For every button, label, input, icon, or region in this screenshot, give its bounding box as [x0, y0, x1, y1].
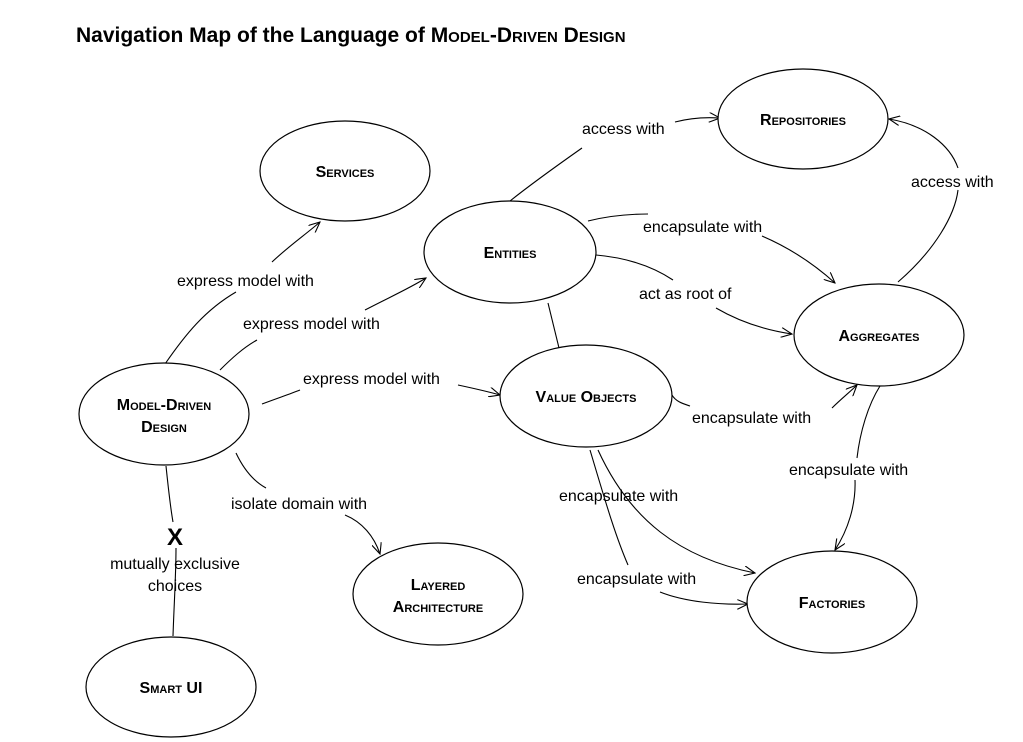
- edge-mdd-entities-b: [364, 278, 426, 311]
- node-aggregates-label: Aggregates: [838, 328, 919, 345]
- node-layered-architecture-label-line2: Architecture: [393, 599, 483, 616]
- label-aggregates-factories: encapsulate with: [789, 462, 908, 479]
- edge-mdd-value-objects-a: [261, 389, 301, 405]
- label-aggregates-repositories: access with: [911, 174, 994, 191]
- edge-value-objects-aggregates-b: [831, 385, 857, 409]
- edge-value-objects-aggregates-a: [671, 394, 691, 407]
- edge-aggregates-repositories: [889, 119, 959, 283]
- node-aggregates: Aggregates: [793, 283, 965, 387]
- edges: [164, 118, 959, 637]
- edge-entities-value-objects: [547, 302, 560, 349]
- edge-mdd-smart-ui-b: [172, 547, 177, 637]
- label-value-objects-factories-2: encapsulate with: [577, 571, 696, 588]
- node-entities-label: Entities: [484, 245, 537, 262]
- node-value-objects: Value Objects: [499, 344, 673, 448]
- edge-entities-aggregates-encapsulate-a: [587, 213, 649, 222]
- edge-entities-repositories-a: [509, 147, 583, 202]
- title-emphasis: Model-Driven Design: [430, 24, 626, 47]
- edge-entities-aggregates-root-a: [595, 254, 674, 281]
- edge-entities-repositories-b: [674, 118, 720, 122]
- edge-mdd-services-a: [164, 291, 237, 365]
- node-services-label: Services: [316, 164, 375, 181]
- node-model-driven-design-shape: [78, 362, 250, 466]
- edge-value-objects-factories-2-a: [589, 449, 629, 566]
- node-smart-ui-label: Smart UI: [140, 680, 203, 697]
- edge-labels: express model with express model with ex…: [177, 121, 994, 588]
- diagram-title: Navigation Map of the Language of Model-…: [76, 24, 626, 48]
- node-model-driven-design-label-line1: Model-Driven: [117, 397, 211, 414]
- node-services-shape: [259, 120, 431, 222]
- node-value-objects-shape: [499, 344, 673, 448]
- node-repositories-shape: [717, 68, 889, 170]
- edge-mdd-value-objects-b: [457, 384, 500, 395]
- node-factories-shape: [746, 550, 918, 654]
- node-factories: Factories: [746, 550, 918, 654]
- edge-mdd-smart-ui-a: [165, 465, 174, 523]
- node-layered-architecture-label-line1: Layered: [411, 577, 466, 594]
- label-entities-aggregates-root: act as root of: [639, 286, 732, 303]
- node-smart-ui-shape: [85, 636, 257, 738]
- node-repositories-label: Repositories: [760, 112, 846, 129]
- node-factories-label: Factories: [799, 595, 865, 612]
- label-entities-aggregates-encapsulate: encapsulate with: [643, 219, 762, 236]
- exclusive-label-line1: mutually exclusive: [110, 556, 240, 573]
- node-layered-architecture: Layered Architecture: [352, 542, 524, 646]
- node-value-objects-label: Value Objects: [536, 389, 637, 406]
- node-repositories: Repositories: [717, 68, 889, 170]
- edge-mdd-layered-a: [235, 452, 267, 489]
- node-model-driven-design-label-line2: Design: [141, 419, 187, 436]
- exclusive-x-mark: X: [167, 524, 183, 551]
- edge-value-objects-factories-1: [597, 449, 755, 573]
- node-aggregates-shape: [793, 283, 965, 387]
- exclusive-marker: X mutually exclusive choices: [110, 524, 240, 595]
- edge-mdd-services-b: [271, 222, 320, 263]
- node-services: Services: [259, 120, 431, 222]
- nodes: Services Entities Repositories Aggregate…: [78, 68, 965, 738]
- edge-mdd-entities-a: [219, 339, 258, 371]
- node-layered-architecture-shape: [352, 542, 524, 646]
- edge-value-objects-factories-2-b: [659, 591, 748, 604]
- edge-aggregates-factories-a: [856, 385, 881, 459]
- node-entities-shape: [423, 200, 597, 304]
- label-mdd-value-objects: express model with: [303, 371, 440, 388]
- node-smart-ui: Smart UI: [85, 636, 257, 738]
- exclusive-label-line2: choices: [148, 578, 202, 595]
- label-entities-repositories: access with: [582, 121, 665, 138]
- node-entities: Entities: [423, 200, 597, 304]
- edge-entities-aggregates-root-b: [715, 307, 792, 334]
- node-model-driven-design: Model-Driven Design: [78, 362, 250, 466]
- title-prefix: Navigation Map of the Language of: [76, 24, 431, 47]
- label-value-objects-factories-1: encapsulate with: [559, 488, 678, 505]
- label-mdd-services: express model with: [177, 273, 314, 290]
- label-value-objects-aggregates: encapsulate with: [692, 410, 811, 427]
- edge-aggregates-factories-b: [835, 479, 856, 550]
- label-mdd-layered: isolate domain with: [231, 496, 367, 513]
- edge-entities-aggregates-encapsulate-b: [761, 235, 835, 283]
- edge-mdd-layered-b: [344, 514, 380, 554]
- label-mdd-entities: express model with: [243, 316, 380, 333]
